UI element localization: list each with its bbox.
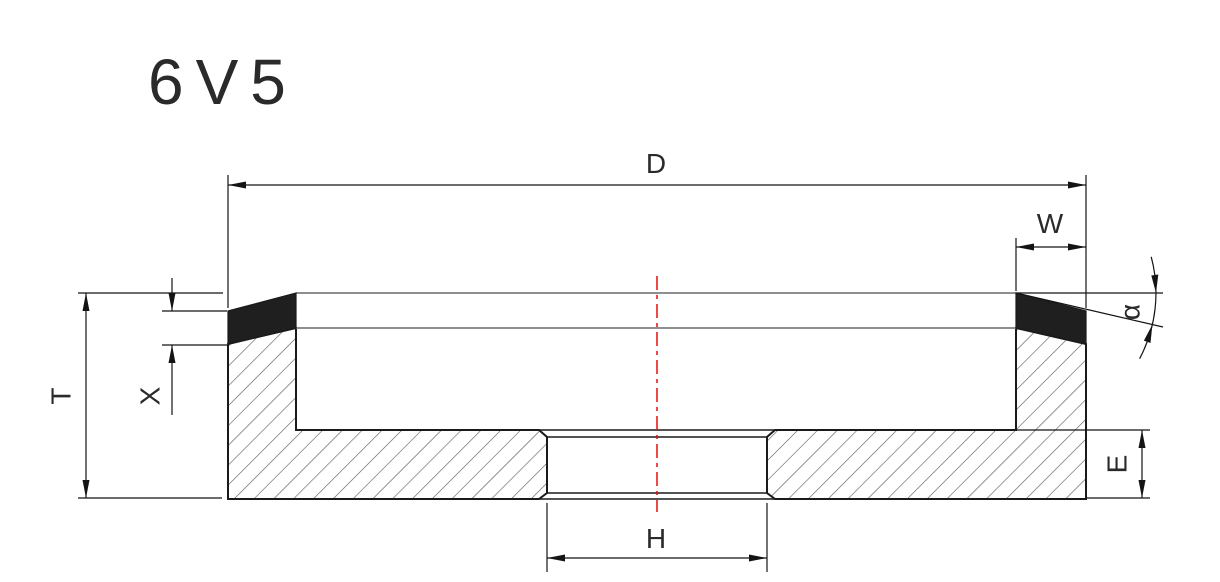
dim-label-E: E [1102,455,1133,474]
arrow-e-top [1138,430,1146,448]
arrow-d-left [228,181,246,189]
arrow-e-bottom [1138,480,1146,498]
arrow-h-left [547,554,565,562]
arrow-w-right [1068,243,1086,251]
arrow-x-up [168,345,176,363]
dim-label-T: T [46,387,77,404]
dimension-T: T [46,292,223,499]
dim-label-W: W [1037,208,1064,239]
dimension-X: X [135,278,227,415]
arrow-h-right [749,554,767,562]
wheel-type-title: 6V5 [148,46,298,118]
arrow-alpha-top [1151,274,1159,293]
abrasive-segment-left [227,292,297,345]
dim-label-alpha: α [1115,304,1146,320]
arrow-t-top [82,293,90,311]
arrow-alpha-bottom [1143,324,1153,343]
dimension-H: H [546,503,768,572]
alpha-arc [1139,256,1157,359]
abrasive-segment-right [1015,292,1087,345]
arrow-t-bottom [82,480,90,498]
dimension-D: D [227,148,1087,308]
dim-label-D: D [646,148,666,179]
arrow-w-left [1016,243,1034,251]
dim-label-X: X [135,386,166,405]
dimension-E: E [1016,429,1150,499]
dimension-W: W [1015,208,1086,291]
dim-label-H: H [646,523,666,554]
arrow-x-down [168,293,176,311]
wheel-body-left-section [227,326,548,500]
dimension-alpha: α [1015,256,1164,359]
wheel-body-right-section [766,326,1087,500]
arrow-d-right [1068,181,1086,189]
